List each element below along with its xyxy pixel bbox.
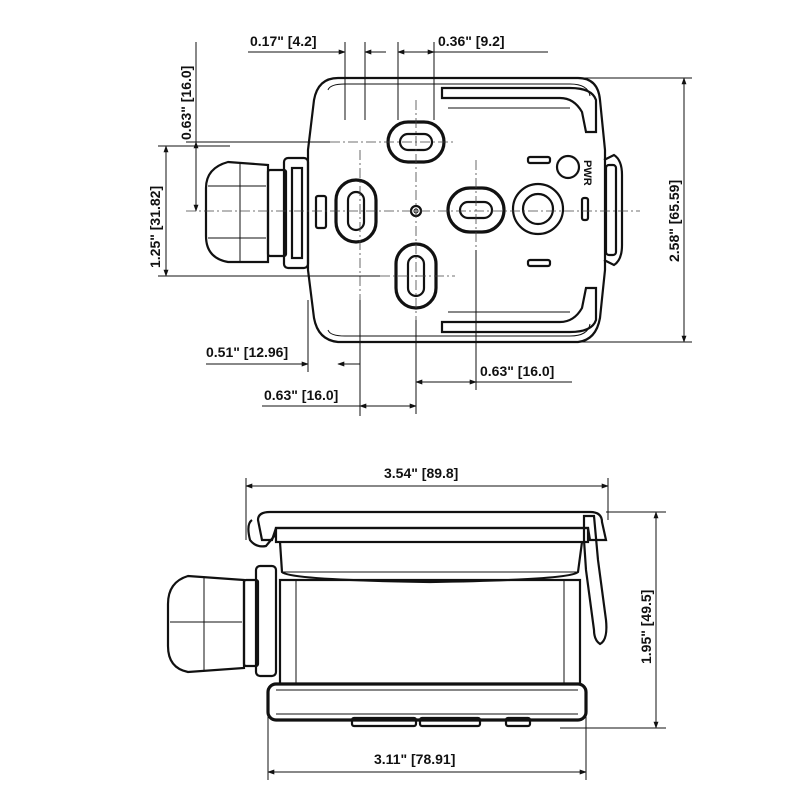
lid <box>256 510 608 542</box>
enclosure-outline <box>306 76 607 344</box>
dim-0-63-right: 0.63" [16.0] <box>480 363 554 379</box>
enclosure-body <box>278 578 582 686</box>
dim-0-63-bottom: 0.63" [16.0] <box>264 387 338 403</box>
dim-3-11: 3.11" [78.91] <box>374 751 455 767</box>
base <box>266 682 588 722</box>
led-label: PWR <box>581 160 593 186</box>
dim-1-95: 1.95" [49.5] <box>638 590 654 664</box>
round-port <box>511 182 565 236</box>
dim-0-36: 0.36" [9.2] <box>438 33 505 49</box>
dim-0-17: 0.17" [4.2] <box>250 33 317 49</box>
top-view: PWR 0.17" [4.2] 0.36" [9.2] 0.63" [16.0] <box>147 33 692 416</box>
cable-gland-top <box>204 156 310 270</box>
dim-0-51: 0.51" [12.96] <box>206 344 288 360</box>
dim-2-58: 2.58" [65.59] <box>666 180 682 262</box>
right-connector <box>603 153 624 267</box>
led-indicator <box>555 154 581 180</box>
cable-gland-side <box>166 564 278 678</box>
side-view: 3.54" [89.8] 1.95" [49.5] 3.11" [78.91] <box>166 465 666 780</box>
dim-1-25: 1.25" [31.82] <box>147 186 163 268</box>
dim-0-63-vertical: 0.63" [16.0] <box>178 66 194 140</box>
latch-clip <box>582 514 608 646</box>
dim-3-54: 3.54" [89.8] <box>384 465 458 481</box>
